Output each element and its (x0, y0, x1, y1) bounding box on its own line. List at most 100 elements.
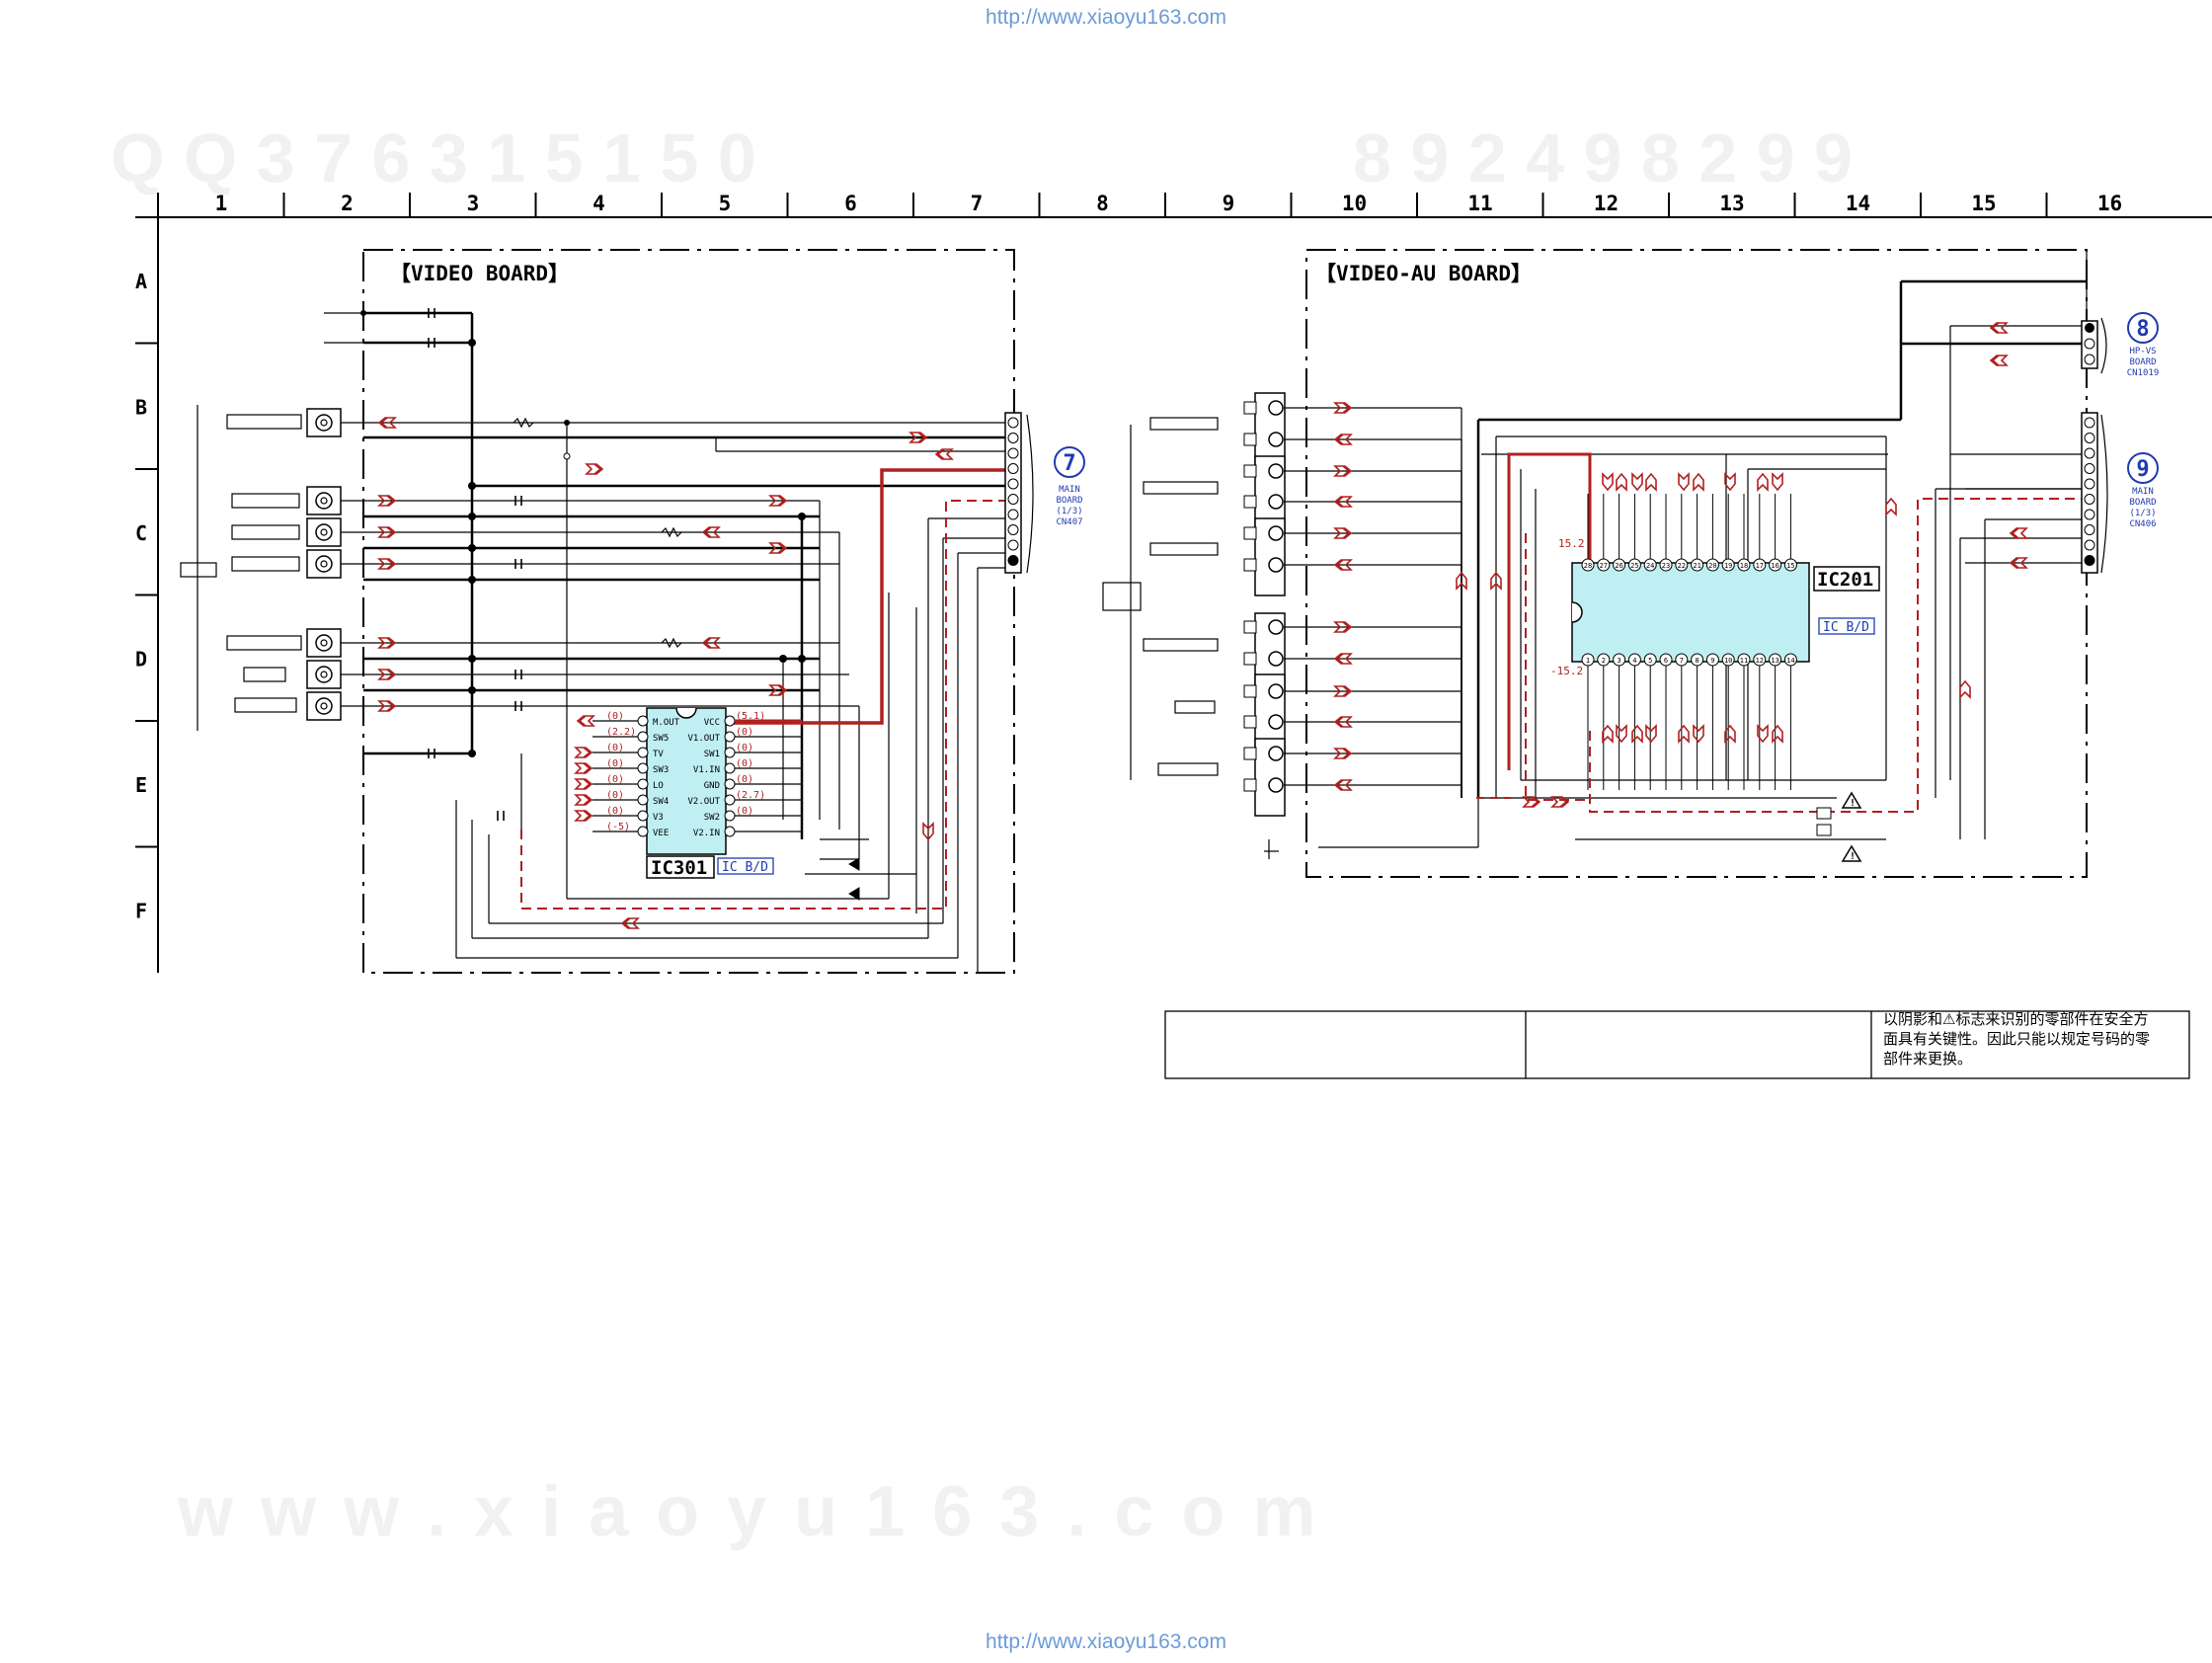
safety-note-line: 部件来更换。 (1883, 1050, 1973, 1068)
ic201-pin-number: 20 (1708, 562, 1716, 570)
ic301-pin-label: V3 (653, 813, 664, 823)
ic301-voltage: (0) (606, 743, 624, 753)
grid-column-label: 7 (971, 192, 984, 215)
connector-pin (1007, 524, 1019, 535)
grid-column-label: 6 (844, 192, 857, 215)
ic301-pin (724, 826, 736, 837)
ic201-pin-number: 13 (1771, 657, 1778, 665)
grid-row-label: A (135, 270, 147, 293)
video-au-board-frame: 【VIDEO-AU BOARD】 (1305, 249, 2088, 878)
footer-url[interactable]: http://www.xiaoyu163.com (986, 1630, 1226, 1653)
jack-terminal (1243, 464, 1257, 478)
connector-8-caption: BOARD (2129, 357, 2156, 367)
connector-9-caption: (1/3) (2129, 509, 2156, 518)
ic301-pin-label: VCC (704, 718, 720, 728)
signal-arrow (1772, 725, 1783, 743)
jack-socket (1268, 525, 1284, 541)
jack-socket (1268, 463, 1284, 479)
jack-socket (1268, 683, 1284, 699)
connector-pin (1007, 555, 1019, 566)
ic301-pin-label: M.OUT (653, 718, 680, 728)
ic201-pin-number: 8 (1695, 657, 1698, 665)
grid-column-label: 15 (1971, 192, 1996, 215)
ic301-chip: M.OUT(0)SW5(2.2)TV(0)SW3(0)LO(0)SW4(0)V3… (592, 707, 802, 879)
signal-arrow (1757, 473, 1769, 491)
ic201-pin-number: 3 (1617, 657, 1620, 665)
connector-pin (2084, 494, 2095, 505)
connector-pin (1007, 494, 1019, 505)
ic301-voltage: (0) (606, 774, 624, 785)
ic301-pin (637, 715, 649, 727)
signal-arrow (1631, 473, 1643, 491)
jack-terminal (1243, 401, 1257, 415)
grid-column-label: 8 (1096, 192, 1109, 215)
connector-7-caption: CN407 (1056, 517, 1082, 527)
signal-arrow (1693, 725, 1704, 743)
ic201-pin-number: 7 (1680, 657, 1684, 665)
grid-column-label: 1 (215, 192, 228, 215)
ic201-pin-number: 5 (1648, 657, 1652, 665)
watermark-qq: Q Q 3 7 6 3 1 5 1 5 0 (111, 119, 756, 197)
jack-socket (1268, 714, 1284, 730)
ic201-pin-number: 25 (1630, 562, 1638, 570)
connector-7-caption: (1/3) (1056, 507, 1082, 516)
grid-column-label: 16 (2097, 192, 2122, 215)
connector-pin (2084, 539, 2095, 551)
ic301-pin (637, 826, 649, 837)
watermark-site: w w w . x i a o y u 1 6 3 . c o m (178, 1472, 1320, 1551)
signal-arrow (1616, 473, 1627, 491)
ic301-voltage: (0) (736, 774, 753, 785)
connector-pin (1007, 447, 1019, 459)
connector-pin (2084, 478, 2095, 490)
ic301-pin-label: LO (653, 781, 664, 791)
signal-arrow (1631, 725, 1643, 743)
signal-arrow (1678, 725, 1690, 743)
ic301-voltage: (-5) (606, 822, 630, 832)
connector-pin (1007, 539, 1019, 551)
ic301-pin (724, 762, 736, 774)
ic201-badge: IC B/D (1823, 620, 1869, 635)
ic201-pin-number: 19 (1724, 562, 1732, 570)
connector-pin (2084, 447, 2095, 459)
signal-arrow (1959, 680, 1971, 698)
safety-note-text: 以阴影和⚠标志来识别的零部件在安全方 面具有关键性。因此只能以规定号码的零 部件… (1883, 1009, 2179, 1069)
ic301-pin-label: V2.IN (693, 829, 720, 838)
connector-8-caption: HP-VS (2129, 347, 2156, 356)
ic201-chip: 2812722632542452362272182091910181117121… (1550, 494, 1880, 790)
ic301-pin-label: SW5 (653, 734, 669, 744)
ic201-pin-number: 15 (1786, 562, 1794, 570)
ic301-voltage: (0) (606, 711, 624, 722)
signal-arrow (1693, 473, 1704, 491)
ic301-pin-label: VEE (653, 829, 669, 838)
connector-pin (2084, 463, 2095, 474)
signal-arrow (1616, 725, 1627, 743)
ic201-pin-number: 23 (1662, 562, 1670, 570)
header-url[interactable]: http://www.xiaoyu163.com (986, 6, 1226, 29)
ic301-pin-label: SW4 (653, 797, 669, 807)
ic201-pin-number: 10 (1724, 657, 1732, 665)
jack-terminal (1243, 526, 1257, 540)
ic301-pin (637, 762, 649, 774)
grid-row-label: F (135, 900, 147, 923)
grid-row-label: D (135, 648, 147, 672)
ic201-voltage-bottom: -15.2 (1550, 665, 1583, 677)
connector-pin (1007, 463, 1019, 474)
connector-pin (1007, 478, 1019, 490)
connector-pin (1007, 417, 1019, 429)
grid-column-label: 12 (1594, 192, 1619, 215)
ic301-pin-label: V1.OUT (687, 734, 720, 744)
svg-text:!: ! (1850, 798, 1856, 809)
connector-9-caption: BOARD (2129, 498, 2156, 508)
watermark-number: 8 9 2 4 9 8 2 9 9 (1353, 119, 1853, 197)
jack-socket (1268, 777, 1284, 793)
ic201-pin-number: 6 (1664, 657, 1668, 665)
jack-socket (1268, 651, 1284, 667)
ic301-pin (637, 731, 649, 743)
ic201-pin-number: 24 (1646, 562, 1654, 570)
signal-arrow (1678, 473, 1690, 491)
jack-socket (1268, 400, 1284, 416)
ic301-voltage: (0) (736, 727, 753, 738)
svg-text:!: ! (1850, 851, 1856, 862)
